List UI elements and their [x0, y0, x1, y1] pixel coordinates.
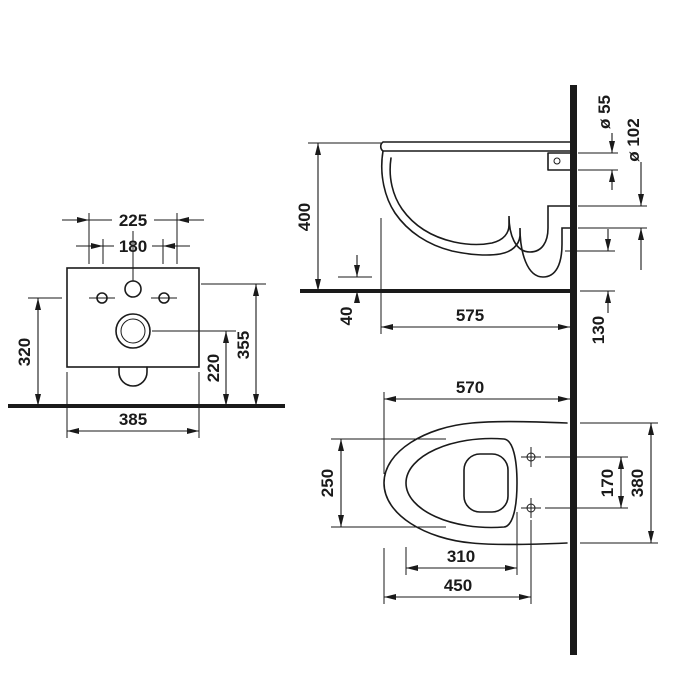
- dim-450-label: 450: [444, 576, 472, 595]
- dim-220-label: 220: [204, 354, 223, 382]
- dim-130-label: 130: [589, 316, 608, 344]
- seat-profile: [379, 141, 571, 152]
- dim-225-label: 225: [119, 211, 147, 230]
- flush-connection-detail: [553, 157, 561, 165]
- dim-40-label: 40: [337, 307, 356, 326]
- mounting-plate-outline: [66, 267, 200, 368]
- fixing-hole-right: [158, 292, 170, 304]
- dim-380-extension-lines: [580, 422, 658, 544]
- dim-355-label: 355: [234, 331, 253, 359]
- side-view: 400 40 575 130 ø 55 ø 102: [295, 85, 647, 655]
- dim-170-extension-lines: [545, 456, 628, 509]
- bowl-outer-plan: [383, 420, 568, 546]
- flush-connection-stub: [547, 152, 571, 171]
- dim-570-label: 570: [456, 378, 484, 397]
- dim-575-label: 575: [456, 306, 484, 325]
- fixing-point-top: [526, 452, 536, 462]
- fixing-point-bottom: [526, 503, 536, 513]
- bowl-outer-profile: [380, 150, 571, 278]
- flush-opening-plan: [463, 453, 509, 513]
- dim-250-label: 250: [318, 469, 337, 497]
- bowl-inner-plan: [405, 437, 518, 529]
- dim-380-label: 380: [628, 469, 647, 497]
- water-supply-hole: [124, 280, 142, 298]
- dim-400-label: 400: [295, 203, 314, 231]
- outlet-bend-front: [118, 366, 148, 387]
- dim-55-extension-lines: [578, 152, 618, 171]
- dim-102-extension-lines: [578, 205, 647, 229]
- rear-view: 225 180 320 220 355 385: [8, 211, 285, 438]
- dim-170-label: 170: [598, 469, 617, 497]
- fixing-point-crosshairs: [521, 447, 541, 518]
- plan-view: 570 250 310 450 170 380: [318, 378, 658, 604]
- dim-385-label: 385: [119, 410, 147, 429]
- dim-320-label: 320: [15, 338, 34, 366]
- dim-385-extension-lines: [66, 372, 200, 438]
- dim-310-label: 310: [447, 547, 475, 566]
- wall-line: [570, 85, 577, 655]
- bowl-inner-profile: [389, 157, 571, 253]
- drain-hole-outer: [115, 313, 151, 349]
- dim-180-label: 180: [119, 237, 147, 256]
- drain-hole-inner: [120, 318, 146, 344]
- dim-55-label: ø 55: [595, 95, 614, 129]
- dim-102-label: ø 102: [624, 118, 643, 161]
- dim-250-extension-lines: [331, 438, 446, 528]
- fixing-hole-left: [96, 292, 108, 304]
